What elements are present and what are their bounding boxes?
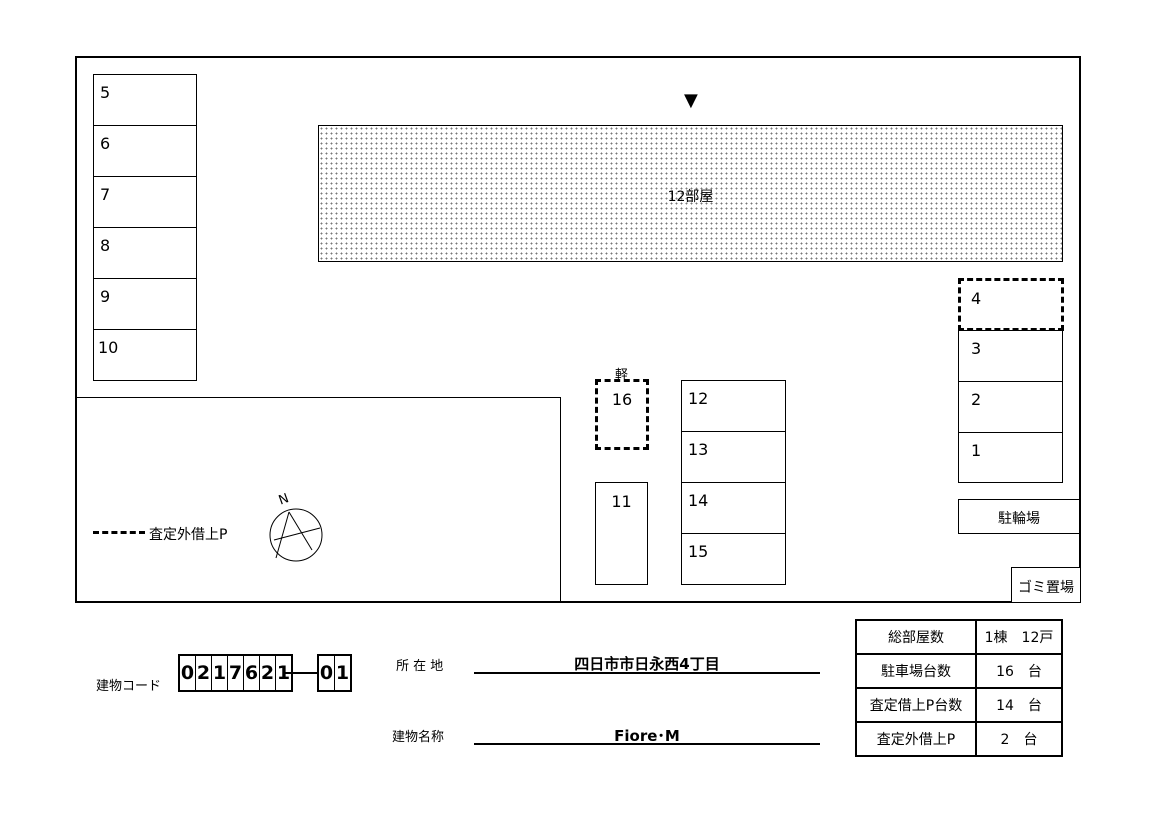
parking-stall-15: 15 — [681, 533, 786, 585]
parking-stall-13: 13 — [681, 431, 786, 483]
parking-stall-12: 12 — [681, 380, 786, 432]
summary-key: 総部屋数 — [855, 619, 977, 655]
legend-label: 査定外借上P — [149, 527, 228, 543]
parking-stall-14: 14 — [681, 482, 786, 534]
building-name-label: 建物名称 — [392, 730, 445, 745]
stall-number: 10 — [98, 338, 119, 357]
garbage-area: ゴミ置場 — [1011, 567, 1081, 603]
parking-stall-10: 10 — [93, 329, 197, 381]
code-digit: 0 — [319, 656, 335, 690]
stall-number: 16 — [611, 390, 633, 409]
site-boundary — [75, 56, 1081, 603]
summary-row: 駐車場台数 16 台 — [855, 653, 1063, 689]
summary-value: 16 台 — [975, 653, 1063, 689]
summary-value: 14 台 — [975, 687, 1063, 723]
code-digit: 2 — [260, 656, 276, 690]
compass-icon: N — [269, 491, 323, 562]
address-underline — [474, 672, 820, 674]
parking-stall-3: 3 — [958, 330, 1063, 382]
code-separator — [285, 672, 318, 674]
neighbor-lot — [76, 397, 561, 602]
summary-key: 査定借上P台数 — [855, 687, 977, 723]
summary-key: 査定外借上P — [855, 721, 977, 757]
stall-number: 12 — [688, 389, 709, 408]
parking-stall-1: 1 — [958, 432, 1063, 483]
parking-stall-8: 8 — [93, 227, 197, 279]
bike-parking: 駐輪場 — [958, 499, 1080, 534]
code-digit: 2 — [196, 656, 212, 690]
compass-north-label: N — [277, 491, 291, 508]
stall-number: 11 — [611, 492, 632, 511]
parking-stall-5: 5 — [93, 74, 197, 126]
code-digit: 1 — [276, 662, 291, 684]
parking-stall-9: 9 — [93, 278, 197, 330]
summary-row: 査定借上P台数 14 台 — [855, 687, 1063, 723]
stall-number: 8 — [100, 236, 111, 255]
summary-key: 駐車場台数 — [855, 653, 977, 689]
parking-stall-11: 11 — [595, 482, 648, 585]
stall-number: 6 — [100, 134, 111, 153]
parking-stall-7: 7 — [93, 176, 197, 228]
bike-parking-label: 駐輪場 — [998, 511, 1040, 527]
parking-stall-16: 16 — [595, 379, 649, 450]
stall-number: 13 — [688, 440, 709, 459]
stall-number: 15 — [688, 542, 709, 561]
stall-number: 5 — [100, 83, 111, 102]
building-footprint: 12部屋 — [318, 125, 1063, 262]
code-digit: 1 — [335, 662, 350, 684]
stall-number: 14 — [688, 491, 709, 510]
legend-dash-line — [93, 531, 145, 534]
parking-stall-2: 2 — [958, 381, 1063, 433]
summary-table: 総部屋数 1棟 12戸 駐車場台数 16 台 査定借上P台数 14 台 査定外借… — [855, 619, 1063, 757]
stall-number: 2 — [971, 390, 982, 409]
stall-number: 9 — [100, 287, 111, 306]
stall-number: 4 — [971, 289, 982, 308]
parking-stall-4: 4 — [958, 278, 1064, 331]
building-label: 12部屋 — [667, 189, 714, 205]
address-value: 四日市市日永西4丁目 — [574, 655, 720, 673]
summary-row: 査定外借上P 2 台 — [855, 721, 1063, 757]
code-digit: 0 — [180, 656, 196, 690]
stall-number: 3 — [971, 339, 982, 358]
summary-row: 総部屋数 1棟 12戸 — [855, 619, 1063, 655]
building-name-value: Fiore･M — [614, 727, 680, 745]
entrance-arrow-icon: ▼ — [684, 90, 698, 111]
code-digit: 7 — [228, 656, 244, 690]
summary-value: 1棟 12戸 — [975, 619, 1063, 655]
building-name-underline — [474, 743, 820, 745]
building-code-suffix: 0 1 — [317, 654, 352, 692]
code-digit: 1 — [212, 656, 228, 690]
address-label: 所 在 地 — [396, 659, 444, 674]
stall-number: 1 — [971, 441, 982, 460]
stall-number: 7 — [100, 185, 111, 204]
building-code-digits: 0 2 1 7 6 2 1 — [178, 654, 293, 692]
summary-value: 2 台 — [975, 721, 1063, 757]
building-code-label: 建物コード — [96, 679, 162, 694]
code-digit: 6 — [244, 656, 260, 690]
parking-stall-6: 6 — [93, 125, 197, 177]
garbage-label: ゴミ置場 — [1018, 580, 1074, 596]
